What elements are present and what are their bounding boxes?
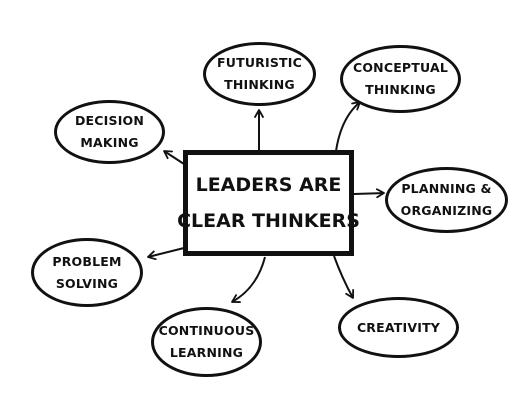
node-label-line-1: CONTINUOUS — [158, 323, 255, 338]
arrow-to-planning-organizing — [353, 188, 385, 199]
node-planning-organizing: PLANNING & ORGANIZING — [385, 167, 508, 233]
node-label-line-1: PROBLEM — [52, 253, 122, 269]
arrow-to-continuous-learning — [231, 256, 266, 303]
node-label-line-1: DECISION — [74, 113, 145, 128]
node-label-line-1: PLANNING & — [401, 181, 492, 196]
node-problem-solving: PROBLEM SOLVING — [31, 238, 143, 307]
node-futuristic-thinking: FUTURISTIC THINKING — [203, 42, 316, 106]
node-label-line-2: LEARNING — [169, 345, 244, 360]
arrow-to-conceptual-thinking — [335, 101, 361, 152]
central-topic-line-2: CLEAR THINKERS — [177, 210, 360, 232]
node-creativity: CREATIVITY — [338, 297, 459, 358]
node-continuous-learning: CONTINUOUS LEARNING — [151, 307, 262, 377]
node-decision-making: DECISION MAKING — [54, 100, 165, 164]
node-label-line-2: MAKING — [80, 135, 139, 150]
node-label-line-2: THINKING — [365, 82, 436, 97]
central-topic-box: LEADERS ARE CLEAR THINKERS — [177, 150, 360, 256]
arrow-to-creativity — [333, 255, 355, 299]
arrow-to-decision-making — [163, 150, 185, 165]
node-label-line-2: ORGANIZING — [400, 203, 493, 218]
arrow-to-problem-solving — [147, 247, 185, 261]
node-label-line-2: SOLVING — [55, 275, 119, 291]
node-label-line-1: CONCEPTUAL — [352, 60, 449, 75]
node-label-line-2: THINKING — [224, 77, 295, 92]
node-label-line-1: CREATIVITY — [356, 319, 441, 335]
node-label-line-1: FUTURISTIC — [217, 55, 302, 70]
central-topic-line-1: LEADERS ARE — [195, 174, 342, 196]
node-conceptual-thinking: CONCEPTUAL THINKING — [340, 45, 461, 113]
